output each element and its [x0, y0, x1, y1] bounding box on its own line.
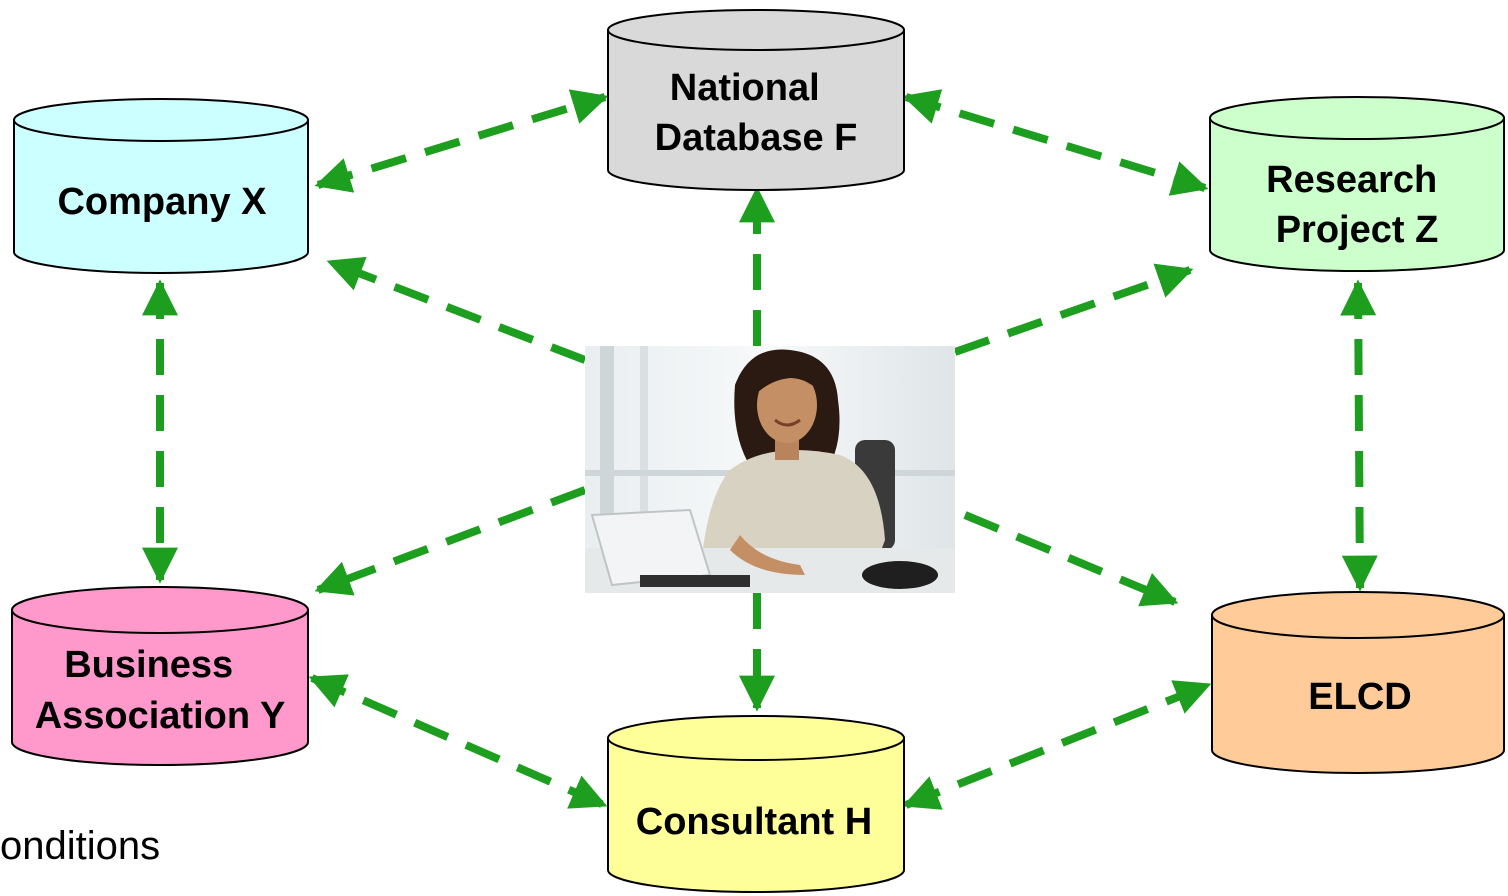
node-label-line: Company X [57, 181, 267, 223]
arrow-center-research [953, 263, 1194, 356]
svg-text:Company X: Company X [57, 181, 267, 223]
cylinder-body [607, 29, 905, 191]
svg-text:Research Project Z: Research Project Z [1266, 159, 1448, 251]
cylinder-body [13, 119, 309, 274]
arrow-center-elcd [963, 511, 1179, 607]
node-label-line: Consultant H [636, 801, 872, 843]
cylinder-top [11, 586, 309, 634]
node-label-line: Project Z [1276, 209, 1439, 251]
connection-arrows [142, 89, 1378, 810]
arrow-business-consultant [308, 674, 608, 809]
footer-text: onditions [0, 824, 161, 868]
cylinder-body [1209, 117, 1505, 272]
node-label-line: ELCD [1308, 676, 1411, 718]
node-label-line: Business [64, 644, 233, 686]
svg-text:Consultant H: Consultant H [636, 801, 872, 843]
database-research-project-z[interactable]: Research Project Z [1209, 96, 1505, 272]
database-business-association-y[interactable]: Business Association Y [11, 586, 309, 766]
node-label-line: Database F [655, 117, 858, 159]
arrow-research-elcd [1340, 279, 1378, 592]
cylinder-top [607, 715, 905, 761]
node-label-line: National [670, 67, 820, 109]
woman-at-desk-image [585, 346, 955, 593]
cylinder-body [11, 609, 309, 766]
svg-text:National Database F: National Database F [655, 67, 858, 159]
svg-text:ELCD: ELCD [1308, 676, 1411, 718]
database-elcd[interactable]: ELCD [1211, 591, 1505, 774]
cylinder-body [607, 737, 905, 893]
arrow-consultant-elcd [902, 680, 1212, 810]
cylinder-top [1209, 96, 1505, 140]
cylinder-body [1211, 614, 1505, 774]
node-label-line: Research [1266, 159, 1437, 201]
database-company-x[interactable]: Company X [13, 98, 309, 274]
database-consultant-h[interactable]: Consultant H [607, 715, 905, 893]
database-national-database-f[interactable]: National Database F [607, 9, 905, 191]
arrow-company-national [314, 89, 609, 193]
arrow-center-business [314, 486, 587, 596]
cylinder-top [13, 98, 309, 142]
arrow-national-research [902, 89, 1209, 196]
cylinder-top [607, 9, 905, 51]
node-label-line: Association Y [35, 695, 286, 737]
arrow-center-company [326, 256, 587, 364]
cylinder-top [1211, 591, 1505, 639]
svg-text:Business Association Y: Business Association Y [35, 644, 286, 737]
